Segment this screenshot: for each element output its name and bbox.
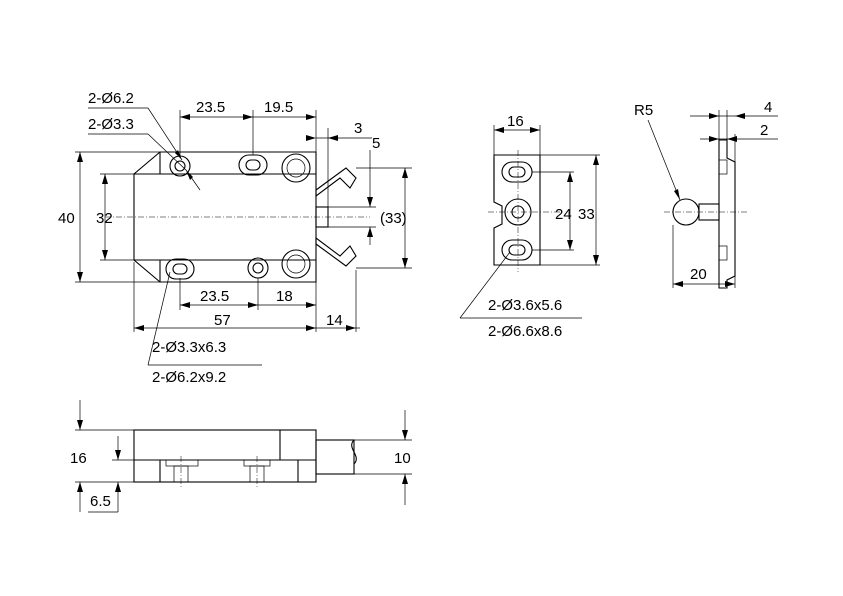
end-slot-top-outer (501, 161, 533, 183)
label-slot-small: 2-Ø3.3x6.3 (152, 339, 226, 356)
pivot-top-outer (281, 153, 311, 183)
dim-height-inner: 32 (96, 210, 113, 227)
claw-bottom (315, 236, 357, 267)
slot-bottom-outer (165, 258, 195, 280)
hole-bottom-outer (247, 257, 269, 279)
striker-tab-bottom (718, 245, 728, 261)
claw-top (315, 167, 357, 198)
striker-tab-top (718, 159, 728, 175)
end-slot-top-inner (508, 166, 526, 178)
dim-side-height: 16 (70, 450, 87, 467)
dim-ref-height: (33) (380, 210, 407, 227)
slot-top-inner (245, 159, 261, 171)
side-plunger (315, 439, 355, 475)
dim-top-1: 23.5 (196, 99, 225, 116)
dim-height-overall: 40 (58, 210, 75, 227)
dim-striker-2: 2 (760, 122, 768, 139)
end-dimensions: 16 24 33 2-Ø3.6x5.6 2-Ø6.6x8.6 (459, 113, 599, 340)
dim-striker-20: 20 (690, 266, 707, 283)
striker-dimensions: R5 4 2 20 (634, 99, 778, 287)
dim-end-width: 16 (507, 113, 524, 130)
label-end-slot-large: 2-Ø6.6x8.6 (488, 323, 562, 340)
label-end-slot-small: 2-Ø3.6x5.6 (488, 297, 562, 314)
dim-striker-radius: R5 (634, 102, 653, 119)
dim-end-outer-height: 33 (578, 206, 595, 223)
dim-bottom-1: 23.5 (200, 288, 229, 305)
hole-large-top (169, 155, 191, 177)
pivot-top-inner (286, 158, 306, 178)
slot-top-outer (238, 154, 268, 176)
dim-side-base: 6.5 (90, 493, 111, 510)
pivot-bottom-inner (286, 254, 306, 274)
dim-top-2: 19.5 (264, 99, 293, 116)
dim-end-inner-height: 24 (555, 206, 572, 223)
side-view (75, 429, 412, 488)
dim-length-overall: 57 (214, 312, 231, 329)
front-view (75, 110, 412, 332)
end-view (488, 125, 600, 272)
pivot-bottom-outer (281, 249, 311, 279)
dim-5: 5 (372, 135, 380, 152)
end-body-outline (493, 154, 541, 266)
front-dimensions: 40 32 23.5 19.5 3 5 (33) (58, 90, 408, 386)
side-dimensions: 16 6.5 10 (70, 400, 411, 513)
label-hole-large: 2-Ø6.2 (88, 90, 134, 107)
dim-14: 14 (326, 312, 343, 329)
plunger (315, 206, 329, 228)
label-hole-small: 2-Ø3.3 (88, 116, 134, 133)
dim-side-plunger: 10 (394, 450, 411, 467)
end-slot-bottom-inner (508, 244, 526, 256)
side-break-line (351, 439, 357, 465)
side-body-outline (133, 429, 317, 483)
hole-small-top (174, 160, 186, 172)
dim-striker-4: 4 (764, 99, 772, 116)
hole-bottom-inner (252, 262, 264, 274)
label-slot-large: 2-Ø6.2x9.2 (152, 369, 226, 386)
dim-3: 3 (354, 120, 362, 137)
dim-bottom-2: 18 (276, 288, 293, 305)
striker-view (664, 110, 748, 289)
side-counterbore-1 (165, 459, 199, 467)
slot-bottom-inner (172, 263, 188, 275)
